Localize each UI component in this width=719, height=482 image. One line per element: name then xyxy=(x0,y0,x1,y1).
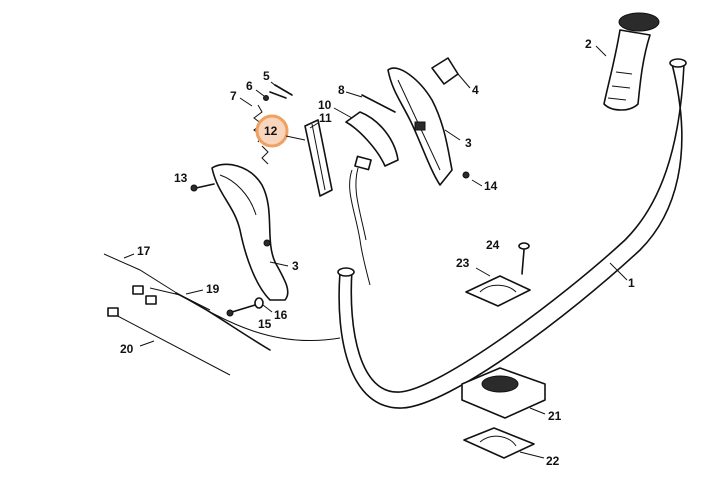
cable-harness xyxy=(103,253,341,376)
clamp-block xyxy=(461,367,546,419)
callout-21: 21 xyxy=(548,409,562,423)
callout-8: 8 xyxy=(338,83,345,97)
callout-6: 6 xyxy=(246,79,253,93)
callout-4: 4 xyxy=(472,83,479,97)
callout-13: 13 xyxy=(174,171,188,185)
grip xyxy=(603,12,660,111)
cap-nut xyxy=(431,57,471,89)
screw-13 xyxy=(190,183,215,192)
callout-3-lower: 3 xyxy=(292,259,299,273)
part-12-spring xyxy=(261,145,269,165)
wiring xyxy=(349,155,372,286)
callout-10: 10 xyxy=(318,98,332,112)
callout-1: 1 xyxy=(628,276,635,290)
callout-3-upper: 3 xyxy=(465,136,472,150)
highlight-circle-12 xyxy=(255,114,289,148)
handlebar-tube xyxy=(337,58,687,409)
lock-lever xyxy=(304,119,333,197)
callout-16: 16 xyxy=(274,308,288,322)
callout-5: 5 xyxy=(263,69,270,83)
screw-clip xyxy=(263,84,293,101)
housing-left-half xyxy=(211,163,289,301)
callout-23: 23 xyxy=(456,256,470,270)
lower-clamp-plate xyxy=(463,427,535,459)
callout-14: 14 xyxy=(484,179,498,193)
callout-15: 15 xyxy=(258,317,272,331)
bolt-washer xyxy=(226,297,264,317)
callout-24: 24 xyxy=(486,238,500,252)
callout-7: 7 xyxy=(230,89,237,103)
callout-17: 17 xyxy=(137,244,151,258)
trigger xyxy=(345,94,399,167)
callout-12: 12 xyxy=(264,124,278,138)
callout-labels: 1 2 3 3 4 5 6 7 8 10 11 12 13 14 15 16 1… xyxy=(120,37,635,468)
screw-14 xyxy=(462,171,470,179)
housing-right-half xyxy=(387,67,453,186)
clamp-bolt xyxy=(518,242,530,275)
callout-19: 19 xyxy=(206,282,220,296)
callout-22: 22 xyxy=(546,454,560,468)
upper-clamp-plate xyxy=(465,275,531,307)
callout-20: 20 xyxy=(120,342,134,356)
callout-2: 2 xyxy=(585,37,592,51)
callout-11: 11 xyxy=(319,111,332,125)
